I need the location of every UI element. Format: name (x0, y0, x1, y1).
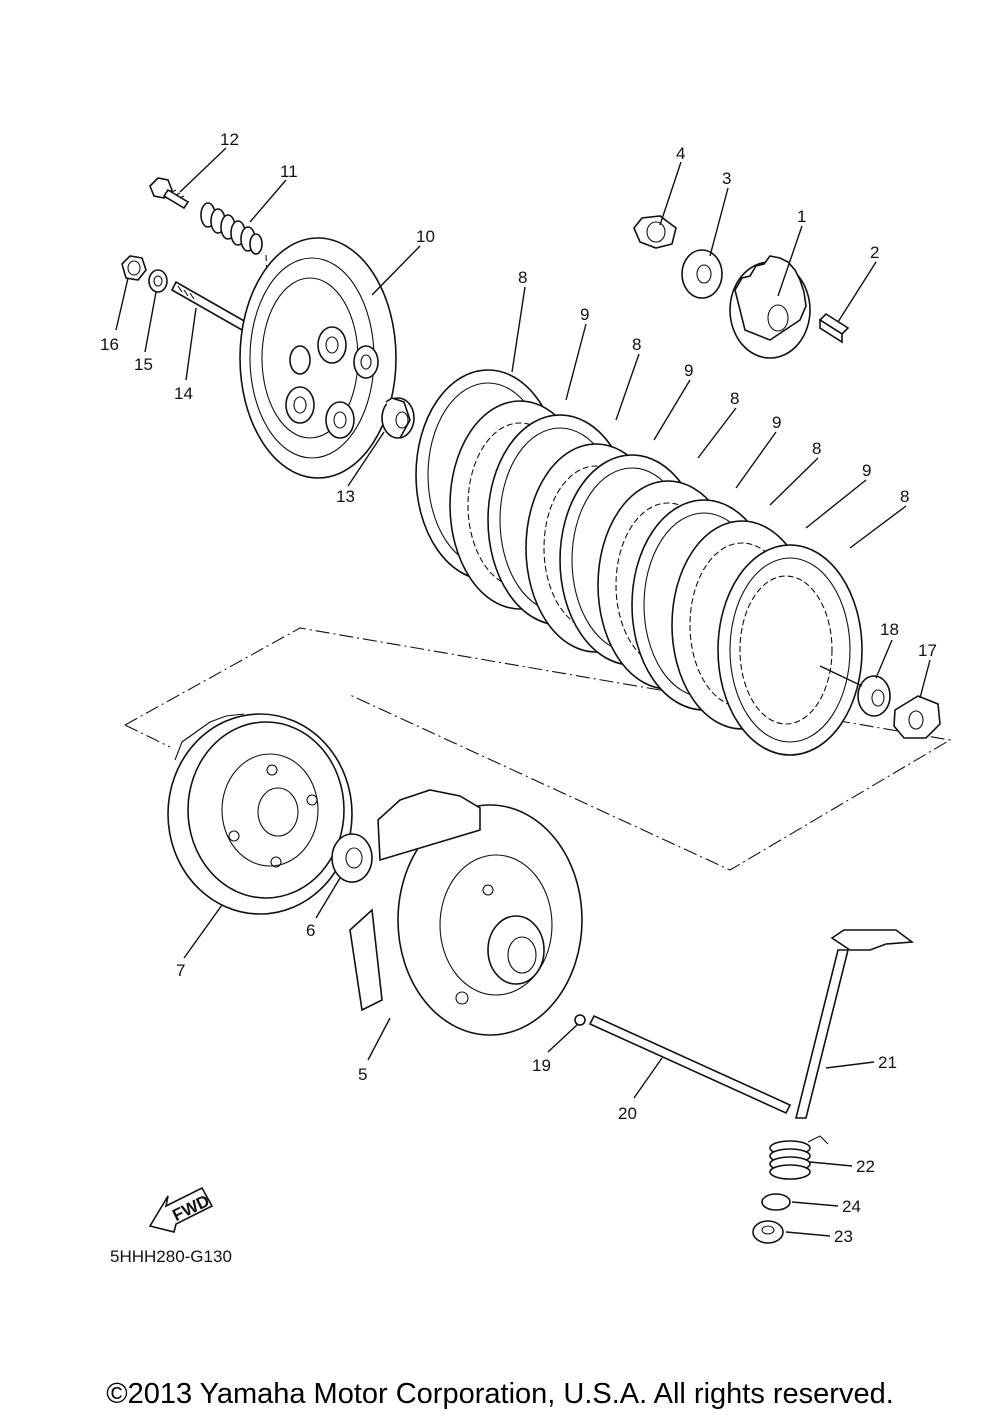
callout-3: 3 (722, 169, 731, 188)
callout-20: 20 (618, 1104, 637, 1123)
callout-14: 14 (174, 384, 193, 403)
part-14-push-rod[interactable] (170, 280, 248, 332)
clutch-plate-stack (415, 369, 863, 756)
callout-9b: 9 (684, 361, 693, 380)
callout-6: 6 (306, 921, 315, 940)
callout-1: 1 (797, 207, 806, 226)
leader-lines (115, 147, 931, 1237)
callout-2: 2 (870, 243, 879, 262)
callout-9d: 9 (862, 461, 871, 480)
callout-8e: 8 (900, 487, 909, 506)
callout-11: 11 (280, 162, 298, 181)
part-8-friction-plate-5[interactable] (717, 544, 863, 756)
part-22-return-spring[interactable] (769, 1135, 829, 1180)
callout-23: 23 (834, 1227, 853, 1246)
callout-12: 12 (220, 130, 239, 149)
callout-4: 4 (676, 144, 685, 163)
callout-19: 19 (532, 1056, 551, 1075)
callout-10: 10 (416, 227, 435, 246)
part-3-washer[interactable] (681, 249, 723, 299)
callout-16: 16 (100, 335, 119, 354)
fwd-arrow-icon: FWD (148, 1186, 214, 1233)
callout-17: 17 (918, 641, 937, 660)
callout-5: 5 (358, 1065, 367, 1084)
part-18-bearing[interactable] (857, 675, 891, 717)
part-23-washer[interactable] (752, 1220, 784, 1244)
callout-labels: 12 11 10 4 3 1 2 16 15 14 13 8 9 8 9 8 9… (100, 130, 937, 1246)
part-7-clutch-boss[interactable] (167, 713, 353, 915)
callout-9c: 9 (772, 413, 781, 432)
part-11-spring[interactable] (200, 202, 269, 301)
part-17-cam[interactable] (893, 695, 941, 739)
copyright-notice: ©2013 Yamaha Motor Corporation, U.S.A. A… (106, 1378, 894, 1410)
part-15-washer[interactable] (148, 269, 168, 293)
callout-7: 7 (176, 961, 185, 980)
part-12-bolt[interactable] (149, 177, 190, 210)
part-1-primary-gear[interactable] (729, 255, 811, 359)
part-20-push-rod-long[interactable] (588, 1014, 792, 1115)
callout-13: 13 (336, 487, 355, 506)
callout-22: 22 (856, 1157, 875, 1176)
callout-21: 21 (878, 1053, 897, 1072)
callout-24: 24 (842, 1197, 861, 1216)
callout-8a: 8 (518, 268, 527, 287)
callout-18: 18 (880, 620, 899, 639)
assembly-outline (124, 627, 952, 871)
callout-8c: 8 (730, 389, 739, 408)
callout-9a: 9 (580, 305, 589, 324)
part-2-key[interactable] (818, 312, 850, 344)
callout-8b: 8 (632, 335, 641, 354)
diagram-code: 5HHH280-G130 (110, 1247, 232, 1266)
part-5-clutch-housing[interactable] (349, 789, 583, 1036)
callout-8d: 8 (812, 439, 821, 458)
part-21-push-lever-shaft[interactable] (794, 929, 915, 1119)
part-19-ball[interactable] (574, 1014, 586, 1026)
part-16-nut[interactable] (121, 255, 147, 281)
part-13-bearing[interactable] (381, 397, 415, 439)
part-10-pressure-plate[interactable] (239, 237, 397, 479)
callout-15: 15 (134, 355, 153, 374)
part-4-nut[interactable] (633, 215, 677, 249)
part-6-thrust-washer[interactable] (331, 833, 373, 883)
part-24-circlip[interactable] (761, 1193, 791, 1211)
